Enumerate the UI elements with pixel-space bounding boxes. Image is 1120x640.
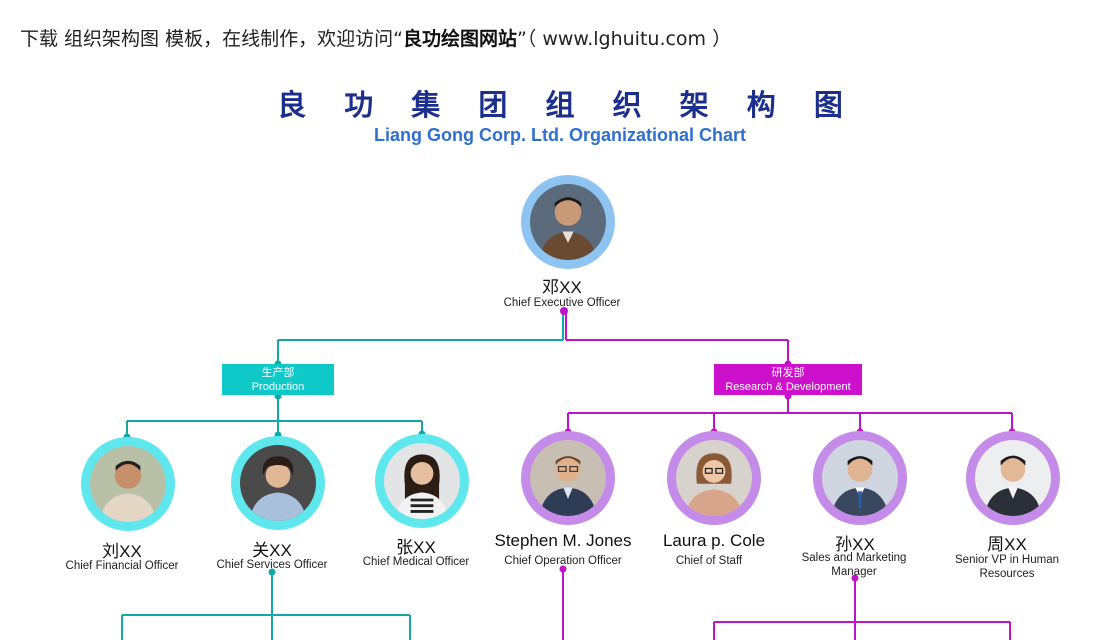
dept-production-en: Production [251,381,305,393]
ceo-name: 邓XX [542,278,582,297]
rd-avatar-1[interactable] [521,431,615,525]
person-avatar-icon [530,440,606,516]
rd-avatar-3[interactable] [813,431,907,525]
production-staff-role-1: Chief Financial Officer [65,560,179,572]
production-avatar-1[interactable] [81,437,175,531]
production-avatar-2[interactable] [231,436,325,530]
production-avatar-3[interactable] [375,434,469,528]
dept-rd-cn: 研发部 [771,367,805,379]
production-staff-role-3: Chief Medical Officer [362,556,470,568]
chart-title-cn: 良 功 集 团 组 织 架 构 图 [277,88,857,122]
production-staff-role-2: Chief Services Officer [216,559,328,571]
person-avatar-icon [240,445,316,521]
production-staff-name-2: 关XX [252,541,292,560]
person-avatar-icon [822,440,898,516]
banner-text: 下载 组织架构图 模板，在线制作，欢迎访问“ [20,28,403,50]
chart-title-en: Liang Gong Corp. Ltd. Organizational Cha… [374,125,746,145]
person-avatar-icon [676,440,752,516]
rd-staff-role-4: Senior VP in Human Resources [955,554,1059,580]
banner-site-link[interactable]: 良功绘图网站 [402,28,517,50]
rd-staff-role-2: Chief of Staff [675,555,743,567]
download-banner: 下载 组织架构图 模板，在线制作，欢迎访问“良功绘图网站”（ www.lghui… [20,24,731,51]
ceo-avatar[interactable] [521,175,615,269]
production-staff-name-1: 刘XX [102,542,142,561]
dept-rd-en: Research & Development [725,381,851,393]
rd-staff-role-1: Chief Operation Officer [504,555,622,567]
dept-production-cn: 生产部 [261,367,295,379]
rd-staff-name-4: 周XX [987,535,1027,554]
rd-staff-name-1: Stephen M. Jones [494,531,632,550]
rd-avatar-2[interactable] [667,431,761,525]
banner-url: ”（ www.lghuitu.com ） [516,28,732,50]
person-avatar-icon [384,443,460,519]
person-avatar-icon [530,184,606,260]
person-avatar-icon [90,446,166,522]
rd-staff-name-3: 孙XX [835,535,875,554]
person-avatar-icon [975,440,1051,516]
rd-staff-role-3: Sales and Marketing Manager [801,552,907,578]
rd-avatar-4[interactable] [966,431,1060,525]
ceo-role: Chief Executive Officer [503,297,621,309]
rd-staff-name-2: Laura p. Cole [662,531,766,550]
production-staff-name-3: 张XX [396,538,436,557]
dept-rd-box[interactable]: 研发部 Research & Development [714,364,862,395]
dept-production-box[interactable]: 生产部 Production [222,364,334,395]
